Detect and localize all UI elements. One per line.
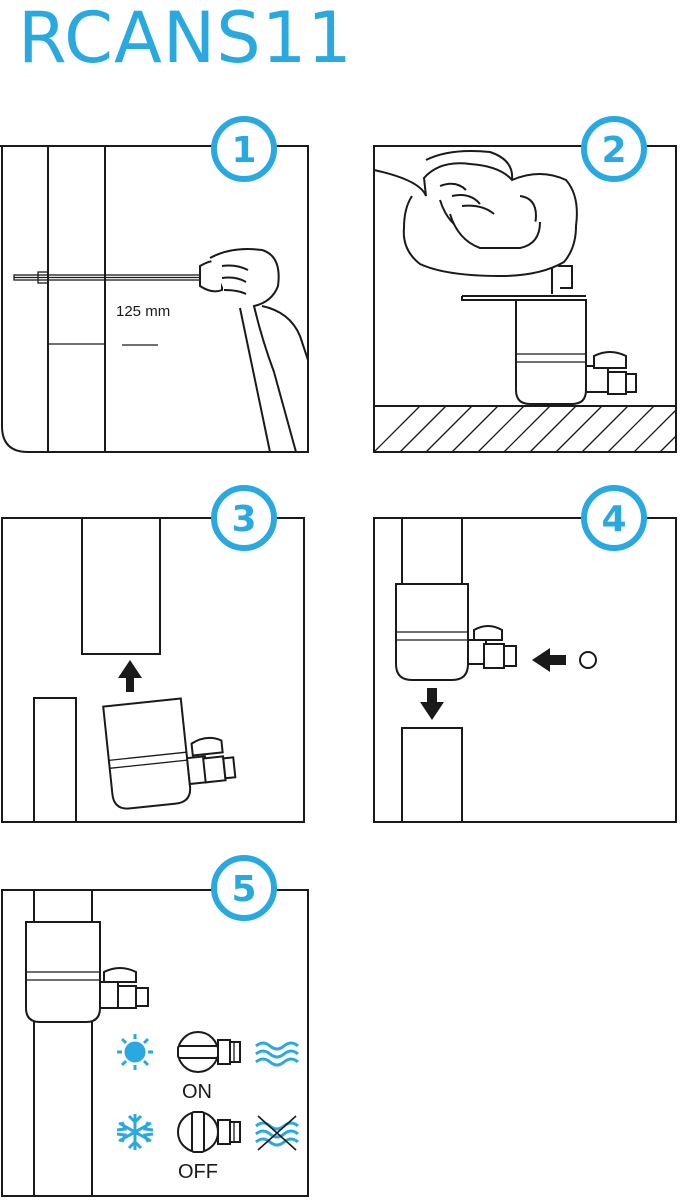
on-label: ON [182,1081,212,1103]
hand-drill-icon [13,248,309,453]
valve-on-icon [177,1031,241,1073]
page-title: RCANS11 [18,0,353,79]
step-badge: 1 [211,116,277,182]
snowflake-icon [116,1114,154,1150]
svg-text:3: 3 [231,499,256,540]
panel-frame [1,889,309,1197]
arrow-down-icon [420,688,444,720]
step-1-panel: 125 mm [0,145,309,453]
filter-unit [25,921,149,1023]
step-badge: 3 [211,485,277,551]
svg-text:2: 2 [601,130,626,171]
filter-unit [515,299,637,405]
off-label: OFF [178,1161,218,1183]
step-badge: 2 [581,116,647,182]
step-badge: 4 [581,485,647,551]
step-2-panel [373,145,677,453]
filter-unit [102,697,237,810]
svg-text:1: 1 [231,130,256,171]
step-badge: 5 [211,855,277,921]
panel-frame [373,517,677,823]
circle-icon [579,651,597,669]
water-waves-icon [255,1041,299,1067]
svg-text:5: 5 [231,869,256,910]
valve-off-icon [177,1111,241,1153]
filter-unit [395,583,517,681]
svg-text:4: 4 [601,499,626,540]
step-4-panel [373,517,677,823]
arrow-left-icon [532,648,566,672]
water-waves-crossed-icon [255,1115,299,1151]
sun-icon [117,1034,153,1070]
hand-icon [373,150,578,278]
step-3-panel [1,517,305,823]
panel-frame [0,145,309,453]
arrow-up-icon [118,660,142,692]
measure-label: 125 mm [116,303,170,320]
step-5-panel: ON OFF [1,889,309,1197]
